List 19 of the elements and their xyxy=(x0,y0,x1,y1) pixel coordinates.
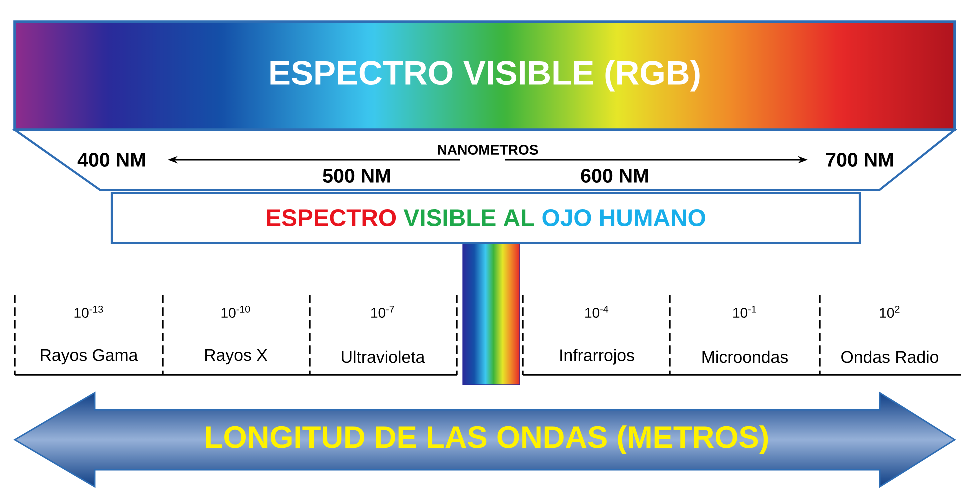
wavelength-value: 10$^{-4}$ xyxy=(586,306,609,318)
band-name: Rayos Gama xyxy=(41,349,138,365)
wavelength-value: 10$^{-7}$ xyxy=(372,306,394,318)
measure-label: 500 NM xyxy=(323,169,390,183)
wavelength-value: 10$^{-1}$ xyxy=(734,306,756,318)
band-name: Ultravioleta xyxy=(342,350,426,364)
band-name: Rayos X xyxy=(206,349,268,365)
wavelength-value: 10$^{-13}$ xyxy=(74,306,104,318)
measure-label: 700 NM xyxy=(826,153,894,167)
unit-label: NANOMETROS xyxy=(438,145,538,155)
wavelength-value: 10$^{-10}$ xyxy=(222,306,250,318)
caption-box: ESPECTRO VISIBLE AL OJO HUMANO xyxy=(110,192,862,244)
measure-label: 600 NM xyxy=(581,169,648,183)
band-name: Infrarrojos xyxy=(560,349,634,365)
band-name: Microondas xyxy=(702,350,788,364)
wavelength-value: 10$^{2}$ xyxy=(880,306,900,318)
measure-label: 400 NM xyxy=(78,153,146,167)
band-name: Ondas Radio xyxy=(842,350,938,364)
spectrum-band: ESPECTRO VISIBLE (RGB) xyxy=(14,20,956,132)
